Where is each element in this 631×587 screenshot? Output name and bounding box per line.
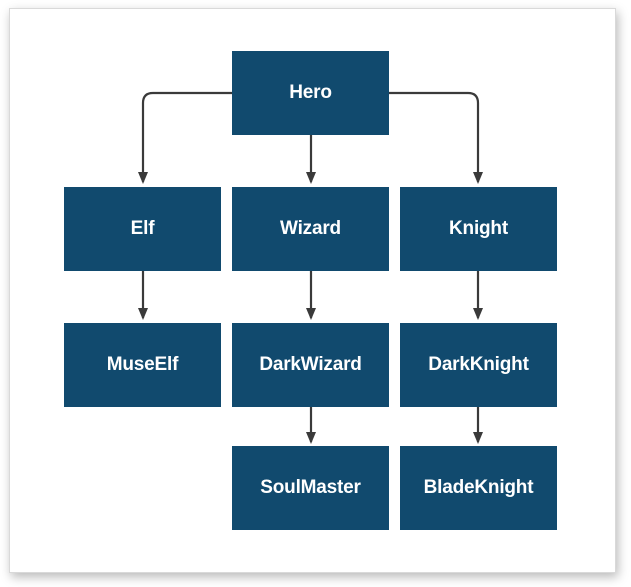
node-hero: Hero [232, 51, 389, 135]
node-museelf: MuseElf [64, 323, 221, 407]
node-wizard: Wizard [232, 187, 389, 271]
node-elf: Elf [64, 187, 221, 271]
node-bladeknight: BladeKnight [400, 446, 557, 530]
node-soulmaster: SoulMaster [232, 446, 389, 530]
node-knight: Knight [400, 187, 557, 271]
node-darkknight: DarkKnight [400, 323, 557, 407]
node-darkwizard: DarkWizard [232, 323, 389, 407]
